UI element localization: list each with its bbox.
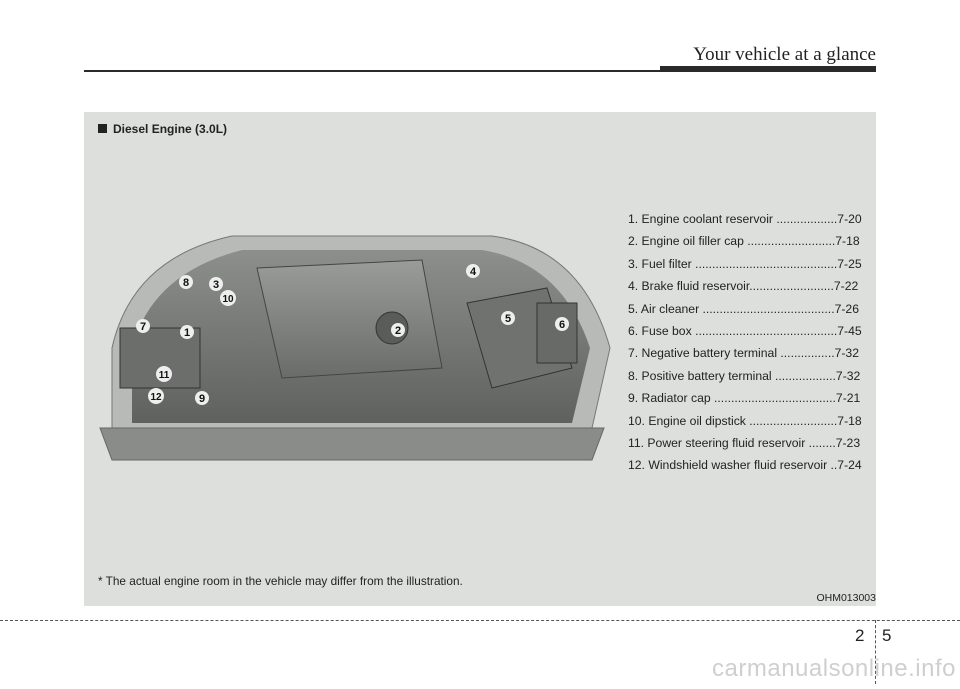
list-item: 6. Fuse box ............................… (628, 323, 862, 338)
list-item: 2. Engine oil filler cap ...............… (628, 234, 860, 249)
panel-title-text: Diesel Engine (3.0L) (113, 122, 228, 136)
list-item: 1. Engine coolant reservoir ............… (628, 212, 862, 226)
callout-7: 7 (136, 319, 150, 333)
svg-text:4: 4 (470, 266, 477, 278)
callout-8: 8 (179, 275, 193, 289)
list-item: 4. Brake fluid reservoir................… (628, 279, 859, 294)
callout-6: 6 (555, 317, 569, 331)
panel-title: Diesel Engine (3.0L) (98, 122, 227, 136)
svg-text:9: 9 (199, 393, 205, 405)
page-number-divider (875, 620, 877, 684)
engine-illustration: 1 2 3 4 5 6 7 8 9 10 11 12 (99, 235, 611, 461)
svg-text:7: 7 (140, 321, 146, 333)
chapter-number: 2 (855, 626, 865, 645)
list-item: 12. Windshield washer fluid reservoir ..… (628, 458, 862, 473)
fuse-box (536, 302, 578, 364)
list-item: 9. Radiator cap ........................… (628, 391, 861, 406)
svg-text:8: 8 (183, 277, 189, 289)
callout-5: 5 (501, 311, 515, 325)
callout-9: 9 (195, 391, 209, 405)
callout-10: 10 (220, 290, 236, 306)
list-item: 8. Positive battery terminal ...........… (628, 368, 861, 383)
list-item: 3. Fuel filter .........................… (628, 256, 862, 271)
footer-rule (0, 620, 960, 621)
callout-3: 3 (209, 277, 223, 291)
figure-code: OHM013003 (816, 592, 876, 604)
svg-text:2: 2 (395, 325, 401, 337)
callout-4: 4 (466, 264, 480, 278)
svg-text:12: 12 (150, 392, 162, 403)
callout-11: 11 (156, 366, 172, 382)
svg-text:3: 3 (213, 279, 219, 291)
header-accent-rule (660, 66, 876, 72)
svg-text:5: 5 (505, 313, 511, 325)
list-item: 7. Negative battery terminal ...........… (628, 346, 859, 361)
illustration-footnote: * The actual engine room in the vehicle … (98, 574, 463, 588)
watermark: carmanualsonline.info (712, 655, 956, 682)
section-header-title: Your vehicle at a glance (693, 44, 876, 65)
front-panel (99, 427, 605, 461)
svg-text:10: 10 (222, 294, 234, 305)
list-item: 11. Power steering fluid reservoir .....… (628, 435, 861, 450)
svg-text:11: 11 (159, 370, 170, 381)
parts-list: 1. Engine coolant reservoir ............… (628, 208, 866, 477)
square-bullet-icon (98, 124, 107, 133)
list-item: 5. Air cleaner .........................… (628, 301, 859, 316)
callout-12: 12 (148, 388, 164, 404)
callout-2: 2 (391, 323, 405, 337)
callout-1: 1 (180, 325, 194, 339)
list-item: 10. Engine oil dipstick ................… (628, 413, 862, 428)
svg-text:6: 6 (559, 319, 565, 331)
svg-text:1: 1 (184, 327, 190, 339)
page-number: 5 (882, 626, 892, 645)
engine-cover (256, 259, 443, 379)
header-rule (84, 70, 876, 72)
